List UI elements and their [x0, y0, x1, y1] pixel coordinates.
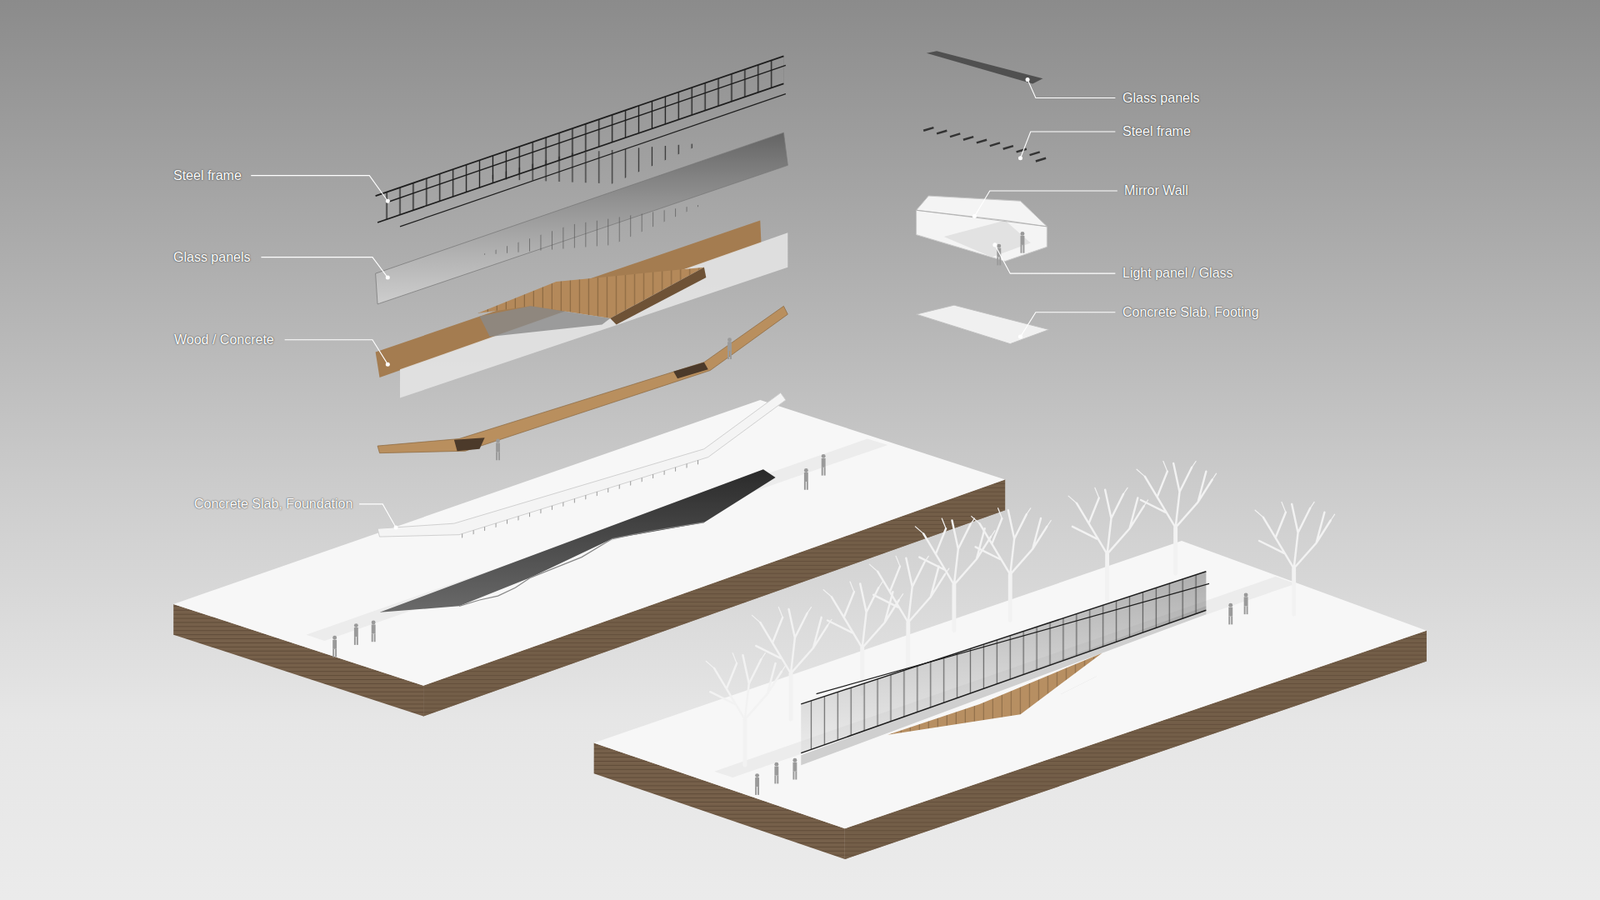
part-label: Steel frame	[173, 167, 242, 185]
leader-lines-part	[359, 504, 396, 528]
site-block-part	[173, 400, 1005, 686]
part-label: Steel frame	[1122, 123, 1191, 140]
steel-frame	[375, 55, 786, 226]
people-part	[727, 337, 732, 360]
leader-lines-part	[1019, 156, 1023, 160]
foundation-slab	[377, 392, 786, 539]
pavilion-end-parts-part-part	[963, 136, 974, 140]
part-label: Mirror Wall	[1124, 182, 1189, 200]
glass-panels	[375, 132, 789, 305]
pavilion-end-parts-part-part	[1016, 149, 1027, 153]
pavilion-end-parts-part-part	[990, 142, 1000, 146]
glass-panels-part	[375, 132, 789, 305]
assembled-pavilion-part	[800, 571, 1206, 705]
part-label: Concrete Slab, Foundation	[194, 495, 353, 513]
wood-concrete-walls-part	[610, 267, 706, 325]
trees-part	[869, 555, 950, 669]
leader-lines-part	[1027, 80, 1115, 99]
pavilion-end-parts-part	[916, 305, 1050, 345]
pavilion-end-parts-part-part	[1035, 158, 1046, 162]
leader-lines-part	[285, 340, 389, 365]
people-part	[495, 439, 500, 461]
pavilion-end-parts	[916, 50, 1050, 344]
wood-concrete-walls-part	[480, 305, 611, 337]
assembled-pavilion-part	[774, 762, 779, 785]
steel-frame-part	[377, 83, 784, 223]
leader-lines-part	[385, 275, 390, 280]
people	[332, 337, 825, 657]
assembled-pavilion-part	[792, 758, 797, 780]
trees-part	[705, 653, 786, 766]
foundation-slab-part	[459, 457, 709, 540]
assembled-pavilion-part	[800, 571, 1206, 754]
leader-lines-part	[974, 190, 1117, 217]
leader-lines-part	[995, 245, 1115, 274]
pavilion-end-parts-part	[926, 50, 1044, 84]
steel-frame-part	[387, 65, 786, 202]
part-label: Glass panels	[1122, 90, 1200, 107]
wood-deck-part	[673, 362, 709, 380]
trees-part	[1255, 501, 1335, 615]
foundation-slab-part	[377, 392, 786, 537]
assembled-pavilion-part	[755, 773, 760, 795]
trees-part	[915, 518, 995, 631]
glass-panels-part	[480, 204, 705, 255]
leader-lines-part	[250, 175, 388, 202]
leader-lines-part	[993, 243, 997, 247]
leader-lines-part	[394, 525, 398, 530]
pavilion-end-parts-part-part	[923, 127, 934, 131]
assembled-pavilion-part	[1228, 603, 1233, 625]
pavilion-end-parts-part	[916, 210, 1048, 227]
assembled-pavilion-part	[1244, 592, 1249, 615]
leader-lines-part	[1020, 131, 1116, 159]
leader-lines-part	[972, 215, 976, 219]
part-label: Concrete Slab, Footing	[1122, 304, 1260, 321]
steel-frame-part	[375, 55, 785, 196]
wood-deck-part	[454, 437, 485, 451]
leader-lines-part	[385, 362, 390, 366]
steel-frame-part	[375, 55, 785, 223]
people-part	[821, 454, 826, 476]
pavilion-end-parts-part-part	[1030, 151, 1040, 155]
pavilion-end-parts-part	[923, 127, 1046, 161]
people-part	[332, 635, 337, 658]
trees-part	[1068, 487, 1149, 600]
assembled-pavilion	[755, 571, 1248, 795]
people-part	[804, 468, 809, 490]
steel-frame-part	[480, 142, 705, 184]
part-label: Glass panels	[173, 249, 251, 266]
leader-lines-part	[1020, 312, 1116, 337]
site-block-part	[305, 439, 888, 641]
assembled-pavilion-part	[800, 610, 1206, 753]
part-label: Wood / Concrete	[174, 331, 275, 349]
pavilion-end-parts-part-part	[950, 133, 960, 137]
people-part	[371, 620, 376, 642]
pavilion-end-parts-part-part	[1003, 145, 1014, 150]
assembled-pavilion-part	[800, 571, 1206, 754]
pavilion-end-parts-part	[1020, 231, 1025, 254]
pavilion-end-parts-part-part	[936, 130, 947, 135]
steel-frame-part	[400, 94, 786, 227]
assembled-pavilion-part	[816, 583, 1210, 694]
exploded-axonometric	[173, 50, 1427, 860]
people-part	[354, 623, 359, 645]
leader-lines-part	[260, 257, 388, 278]
part-label: Light panel / Glass	[1122, 265, 1234, 282]
leader-lines-part	[385, 199, 390, 203]
trees	[705, 460, 1335, 765]
leader-lines	[250, 78, 1118, 530]
trees-part	[1136, 460, 1217, 574]
pavilion-end-parts-part	[916, 195, 1048, 261]
leader-lines-part	[1025, 78, 1030, 82]
leader-lines-part	[1019, 335, 1023, 339]
pavilion-end-parts-part-part	[976, 140, 987, 144]
trees-part	[971, 508, 1052, 621]
excavation-pit-part	[459, 522, 705, 606]
pavilion-end-parts-part	[944, 220, 1031, 257]
